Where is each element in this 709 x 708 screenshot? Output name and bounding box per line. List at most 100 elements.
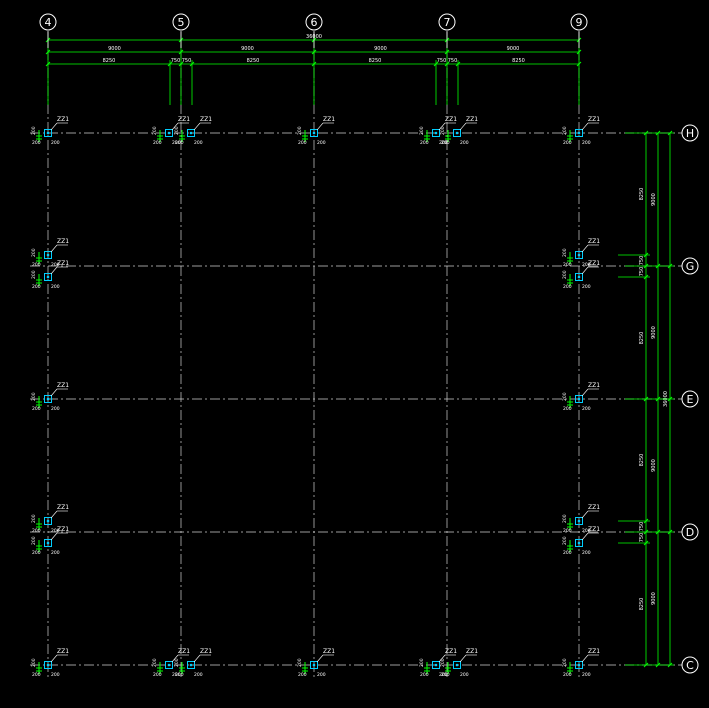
column-dim: 200 [31, 126, 37, 135]
column-dim: 200 [51, 550, 60, 556]
axis-bubble-G [681, 257, 699, 275]
column-dim: 200 [562, 514, 568, 523]
dim-tick [667, 529, 673, 535]
column-section [44, 395, 52, 403]
dim-top-subspan: 8250 [247, 58, 260, 64]
column-center [312, 131, 316, 135]
column-dim: 200 [31, 536, 37, 545]
tag-leader [50, 532, 58, 541]
column-tag: ZZ1 [588, 526, 600, 533]
dim-top-span: 9000 [507, 46, 520, 52]
tag-leader [50, 266, 58, 275]
column-center [312, 663, 316, 667]
column-dim: 200 [562, 248, 568, 257]
tag-leader [50, 654, 58, 663]
column-dim: 200 [194, 672, 203, 678]
column-dim: 200 [174, 658, 180, 667]
column-center [434, 131, 438, 135]
column-dim: 200 [420, 140, 429, 146]
tag-leader [459, 122, 467, 131]
column-dim: 200 [563, 528, 572, 534]
column-dim: 200 [439, 140, 448, 146]
dim-tick [45, 61, 51, 67]
axis-label-G: G [686, 260, 695, 273]
column-center [577, 663, 581, 667]
tag-leader [316, 122, 324, 131]
column-tag: ZZ1 [178, 648, 190, 655]
column-dim: 200 [32, 672, 41, 678]
column-center [455, 663, 459, 667]
column-dim: 200 [298, 672, 307, 678]
column-section [575, 539, 583, 547]
column-dim: 200 [582, 528, 591, 534]
column-dim: 200 [441, 672, 450, 678]
column-dim: 200 [419, 658, 425, 667]
column-dim: 200 [439, 672, 448, 678]
dim-tick [643, 274, 649, 280]
axis-label-D: D [686, 526, 694, 539]
column-dim: 200 [297, 126, 303, 135]
dim-tick [643, 662, 649, 668]
column-section [575, 129, 583, 137]
column-tag: ZZ1 [588, 260, 600, 267]
column-center [46, 519, 50, 523]
tag-leader [193, 122, 201, 131]
column-section [575, 251, 583, 259]
column-section [44, 273, 52, 281]
dim-tick [311, 49, 317, 55]
column-dim: 200 [152, 658, 158, 667]
column-tag: ZZ1 [323, 648, 335, 655]
tag-leader [459, 654, 467, 663]
column-dim: 200 [31, 514, 37, 523]
column-center [46, 397, 50, 401]
column-dim: 200 [172, 672, 181, 678]
column-tag: ZZ1 [445, 116, 457, 123]
dim-tick [667, 396, 673, 402]
tag-leader [581, 122, 589, 131]
column-center [167, 131, 171, 135]
tag-leader [581, 266, 589, 275]
column-section [432, 129, 440, 137]
column-dim: 200 [298, 140, 307, 146]
dim-right-subspan: 8250 [639, 188, 645, 201]
dim-top-subspan: 750 [182, 58, 192, 64]
tag-leader [50, 388, 58, 397]
column-tag: ZZ1 [57, 238, 69, 245]
column-section [432, 661, 440, 669]
column-section [575, 395, 583, 403]
dim-tick [444, 61, 450, 67]
column-dim: 200 [32, 140, 41, 146]
column-dim: 200 [582, 140, 591, 146]
column-dim: 200 [32, 284, 41, 290]
column-tag: ZZ1 [57, 260, 69, 267]
column-center [46, 131, 50, 135]
tag-leader [50, 122, 58, 131]
column-section [165, 129, 173, 137]
column-tag: ZZ1 [588, 238, 600, 245]
dim-top-span: 9000 [241, 46, 254, 52]
column-dim: 200 [563, 550, 572, 556]
column-tag: ZZ1 [588, 504, 600, 511]
column-center [577, 541, 581, 545]
column-dim: 200 [31, 658, 37, 667]
axis-bubble-6 [305, 13, 323, 31]
axis-bubble-H [681, 124, 699, 142]
column-center [46, 663, 50, 667]
axis-bubble-4 [39, 13, 57, 31]
column-center [167, 663, 171, 667]
dim-top-span: 9000 [374, 46, 387, 52]
dim-right-subspan: 750 [639, 533, 645, 543]
column-center [455, 131, 459, 135]
tag-leader [581, 532, 589, 541]
dim-right-subspan: 750 [639, 522, 645, 532]
